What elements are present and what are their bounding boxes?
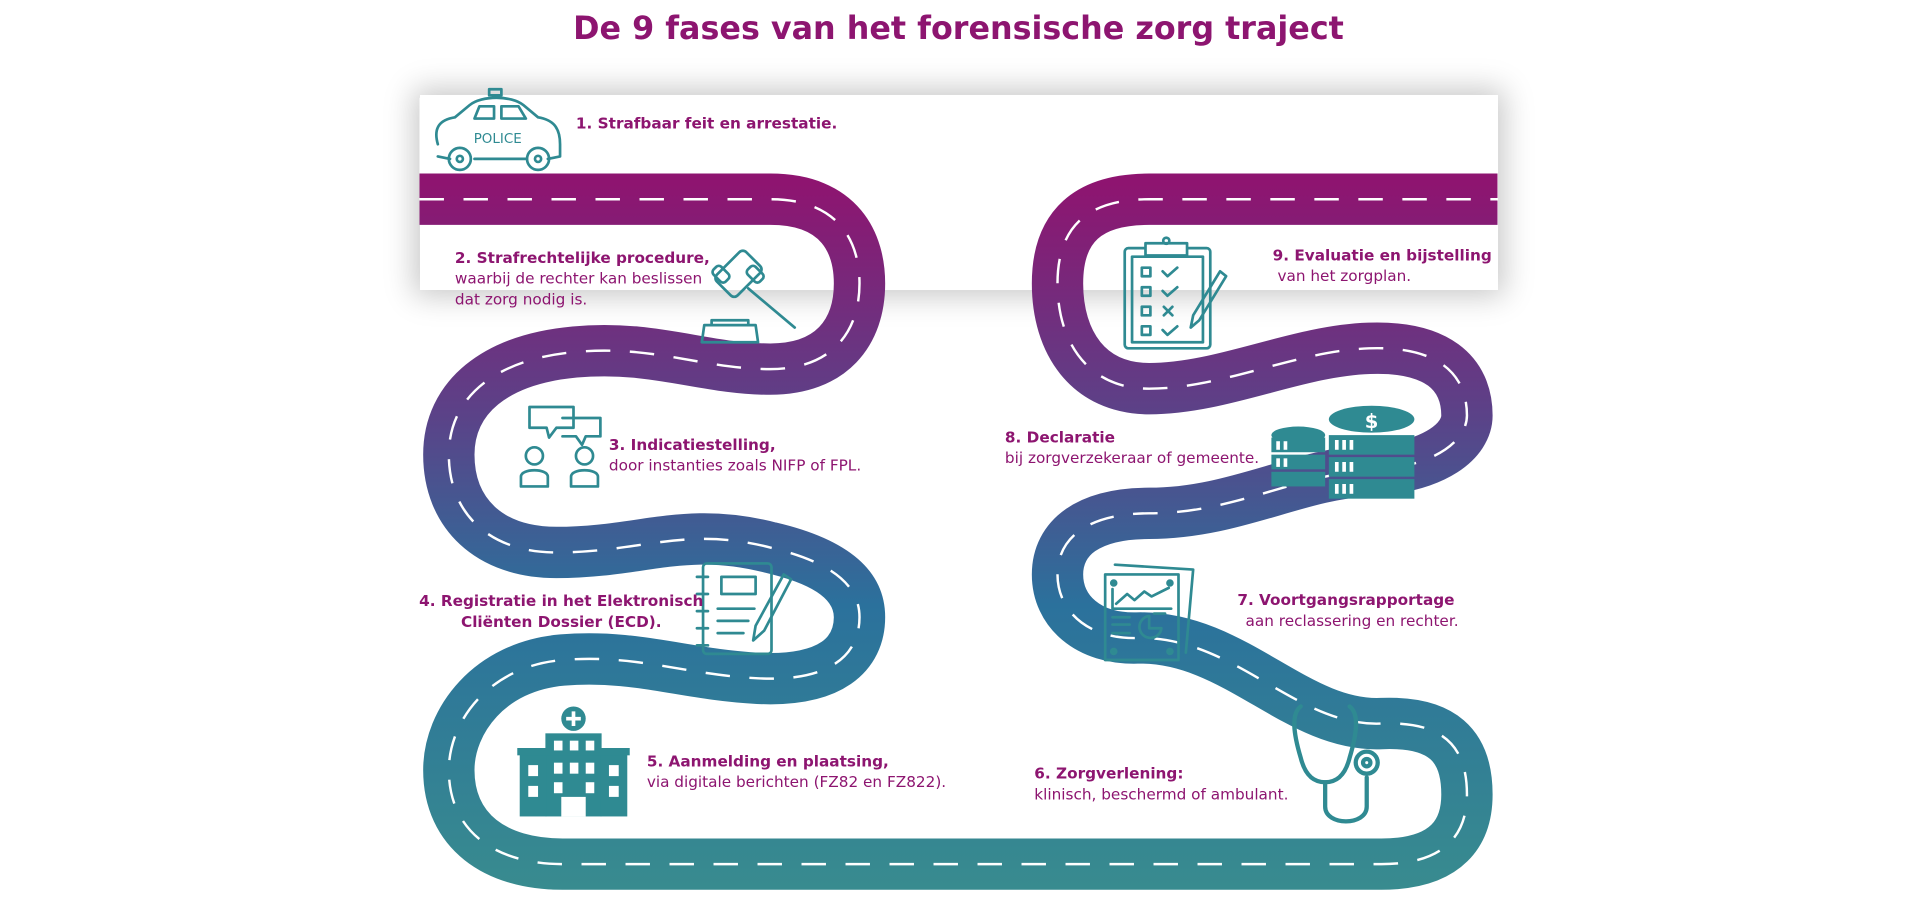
notebook-pen-icon: [695, 562, 793, 656]
police-label: POLICE: [474, 132, 522, 147]
phase-7: 7. Voortgangsrapportage aan reclassering…: [1237, 591, 1458, 630]
phase-text: via digitale berichten (FZ82 en FZ822).: [647, 773, 946, 791]
phase-heading: 5. Aanmelding en plaatsing,: [647, 752, 889, 770]
phase-text: dat zorg nodig is.: [455, 290, 587, 308]
phase-heading: 2. Strafrechtelijke procedure,: [455, 249, 710, 267]
phase-text: Cliënten Dossier (ECD).: [461, 613, 662, 631]
phase-heading: 1. Strafbaar feit en arrestatie.: [576, 114, 837, 132]
phase-3: 3. Indicatiestelling, door instanties zo…: [609, 436, 861, 475]
phase-text: van het zorgplan.: [1273, 267, 1412, 285]
dollar-sign: $: [1365, 410, 1379, 433]
clipboard-checklist-icon: [1123, 236, 1228, 350]
phase-heading: 4. Registratie in het Elektronisch: [419, 592, 703, 610]
phase-text: door instanties zoals NIFP of FPL.: [609, 457, 861, 475]
hospital-icon: [517, 706, 630, 817]
road-dashes: [419, 198, 1498, 866]
phase-heading: 3. Indicatiestelling,: [609, 436, 776, 454]
stethoscope-icon: [1292, 704, 1380, 824]
phase-1: 1. Strafbaar feit en arrestatie.: [576, 114, 837, 132]
people-talking-icon: [519, 405, 602, 488]
phase-heading: 6. Zorgverlening:: [1034, 765, 1183, 783]
road: [419, 173, 1498, 890]
phase-heading: 9. Evaluatie en bijstelling: [1273, 246, 1492, 264]
police-car-icon: POLICE: [435, 87, 562, 172]
phase-text: waarbij de rechter kan beslissen: [455, 270, 702, 288]
phase-4: 4. Registratie in het Elektronisch Cliën…: [419, 592, 703, 631]
phase-5: 5. Aanmelding en plaatsing, via digitale…: [647, 752, 946, 791]
phase-text: klinisch, beschermd of ambulant.: [1034, 785, 1288, 803]
phase-text: aan reclassering en rechter.: [1246, 612, 1459, 630]
coins-dollar-icon: $: [1271, 405, 1415, 499]
phase-6: 6. Zorgverlening: klinisch, beschermd of…: [1034, 765, 1288, 804]
page-title: De 9 fases van het forensische zorg traj…: [573, 11, 1344, 47]
phase-2: 2. Strafrechtelijke procedure, waarbij d…: [455, 249, 710, 309]
report-chart-icon: [1103, 563, 1195, 662]
phase-8: 8. Declaratie bij zorgverzekeraar of gem…: [1005, 428, 1259, 467]
phase-9: 9. Evaluatie en bijstelling van het zorg…: [1273, 246, 1492, 285]
phase-text: bij zorgverzekeraar of gemeente.: [1005, 449, 1259, 467]
phase-heading: 8. Declaratie: [1005, 428, 1115, 446]
gavel-icon: [700, 249, 797, 344]
phase-heading: 7. Voortgangsrapportage: [1237, 591, 1454, 609]
